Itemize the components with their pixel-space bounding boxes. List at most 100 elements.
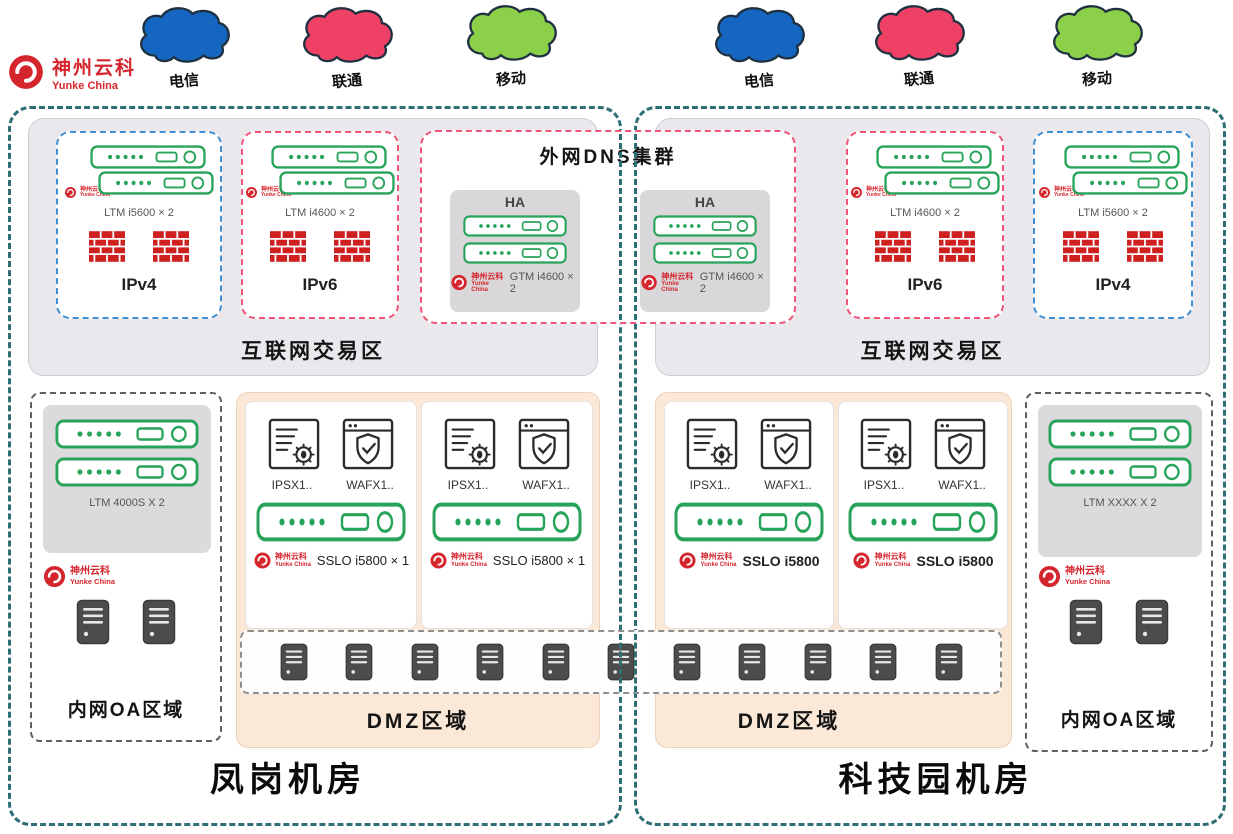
yunke-logo-icon [1037,564,1062,589]
security-labels: IPSX1.. WAFX1.. [851,478,995,492]
oa-server-group [32,599,220,645]
firewall-icon [270,231,306,262]
firewall-pair [270,231,370,262]
logo-subtitle: Yunke China [274,561,311,568]
ips-label: IPSX1.. [271,478,313,492]
dmz-zone-title: DMZ区域 [737,710,841,733]
ips-label: IPSX1.. [863,478,905,492]
logo-subtitle: Yunke China [661,280,679,294]
cloud-icon [1041,4,1153,66]
firewall-pair [89,231,189,262]
oa-zone-title: 内网OA区域 [67,700,185,721]
ip-version-label: IPv4 [1095,275,1131,294]
logo-title: 神州云科 [70,566,110,578]
oa-zone-title: 内网OA区域 [1060,710,1178,731]
yunke-logo-icon [850,186,863,199]
cloud-icon [703,6,815,68]
server-icon [869,641,897,683]
sslo-appliance-icon [432,502,582,542]
appliance-icon [279,171,395,195]
appliance-icon [98,171,214,195]
device-model-label: LTM 4000S X 2 [89,497,165,509]
cloud-icon [128,6,240,68]
appliance-icon [653,242,757,264]
server-icon [738,641,766,683]
server-icon [142,599,176,645]
security-icon-row [686,418,812,470]
datacenter-name-right: 科技园机房 [838,761,1034,799]
security-labels: IPSX1.. WAFX1.. [259,478,403,492]
waf-icon [342,418,394,470]
ip-version-label: IPv4 [121,275,157,294]
logo-title: 神州云科 [471,271,504,281]
cloud-icon [863,4,975,66]
isp-label: 联通 [331,71,363,92]
waf-label: WAFX1.. [938,478,986,492]
ips-icon [686,418,738,470]
ltm-cluster-panel: LTM XXXX X 2 [1038,405,1202,557]
sslo-appliance-icon [848,502,998,542]
server-icon [76,599,110,645]
dmz-zone-title: DMZ区域 [366,710,470,733]
sslo-model-label: SSLO i5800 × 1 [316,553,410,568]
isp-label: 电信 [168,71,200,92]
region-border-overlay [619,134,622,320]
logo-subtitle: Yunke China [471,280,489,294]
cloud-unicom-right: 联通 [860,4,978,89]
ip-version-label: IPv6 [907,275,943,294]
security-labels: IPSX1.. WAFX1.. [677,478,821,492]
firewall-pair [1063,231,1163,262]
device-model-label: LTM XXXX X 2 [1083,497,1157,509]
logo-title: 神州云科 [261,186,286,193]
gtm-model-label: GTM i4600 × 2 [699,271,764,295]
server-icon [542,641,570,683]
logo-subtitle: Yunke China [1065,576,1111,586]
security-icon-row [444,418,570,470]
region-border-overlay [634,134,637,320]
logo-title: 神州云科 [661,271,694,281]
yunke-logo-main: 神州云科 Yunke China [6,52,136,92]
logo-title: 神州云科 [700,552,733,562]
appliance-icon [463,242,567,264]
firewall-icon [939,231,975,262]
waf-label: WAFX1.. [764,478,812,492]
isp-label: 电信 [743,71,775,92]
cloud-unicom-left: 联通 [288,6,406,91]
logo-subtitle: Yunke China [52,79,119,92]
logo-subtitle: Yunke China [866,192,897,199]
server-icon [673,641,701,683]
logo-subtitle: Yunke China [80,192,111,199]
server-icon [476,641,504,683]
logo-title: 神州云科 [80,186,105,193]
yunke-logo-icon [64,186,77,199]
security-icon-row [860,418,986,470]
logo-title: 神州云科 [1065,566,1105,578]
cloud-icon [455,4,567,66]
firewall-icon [153,231,189,262]
logo-subtitle: Yunke China [70,576,116,586]
logo-text: 神州云科 Yunke China [52,53,136,92]
yunke-logo-icon [450,273,468,292]
trade-zone-title: 互联网交易区 [241,340,385,363]
appliance-icon [1048,419,1192,449]
